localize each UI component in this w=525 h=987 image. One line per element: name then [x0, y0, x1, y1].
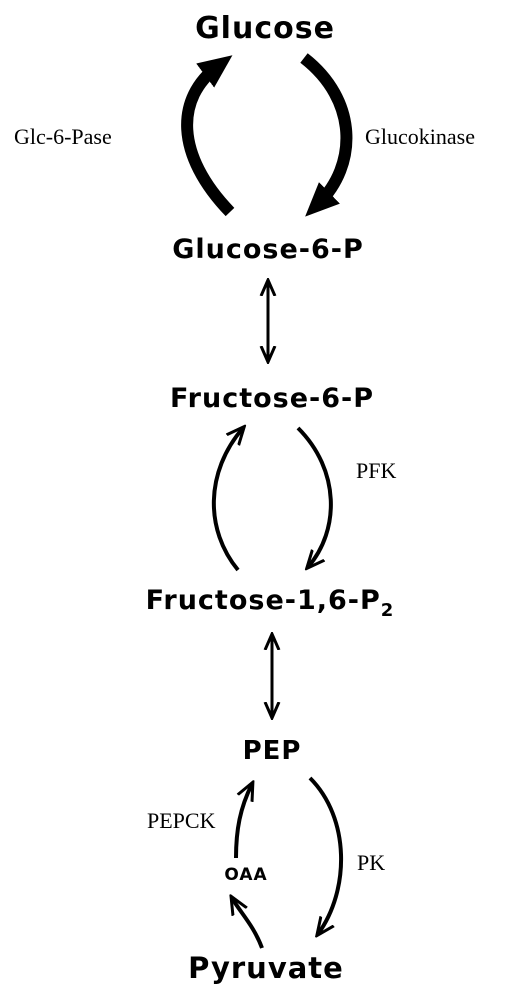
- arrow-pfk: [296, 426, 333, 567]
- metabolite-pep: PEP: [243, 736, 302, 766]
- arrow-pepck: [234, 784, 252, 859]
- enzyme-pk: PK: [357, 850, 385, 875]
- arrow-pk: [308, 776, 343, 934]
- arrow-glc-6-pase: [181, 55, 235, 217]
- fructose-1-6-p2-subscript: 2: [381, 600, 395, 621]
- metabolite-fructose-1-6-p2: Fructose-1,6-P2: [146, 585, 395, 621]
- arrow-glucokinase: [300, 53, 353, 217]
- metabolite-glucose: Glucose: [195, 11, 335, 46]
- fructose-1-6-p2-main: Fructose-1,6-P: [146, 585, 381, 616]
- metabolite-fructose-6-p: Fructose-6-P: [170, 383, 374, 414]
- metabolite-glucose-6-p: Glucose-6-P: [172, 234, 364, 265]
- metabolite-pyruvate: Pyruvate: [188, 951, 344, 985]
- enzyme-glucokinase: Glucokinase: [365, 124, 475, 149]
- arrow-pyruvate-carboxylase: [232, 898, 264, 949]
- arrow-fbpase: [211, 428, 243, 572]
- enzyme-pfk: PFK: [356, 458, 396, 483]
- enzyme-pepck: PEPCK: [147, 808, 216, 833]
- metabolite-oaa: OAA: [224, 865, 267, 885]
- enzyme-glc-6-pase: Glc-6-Pase: [14, 124, 112, 149]
